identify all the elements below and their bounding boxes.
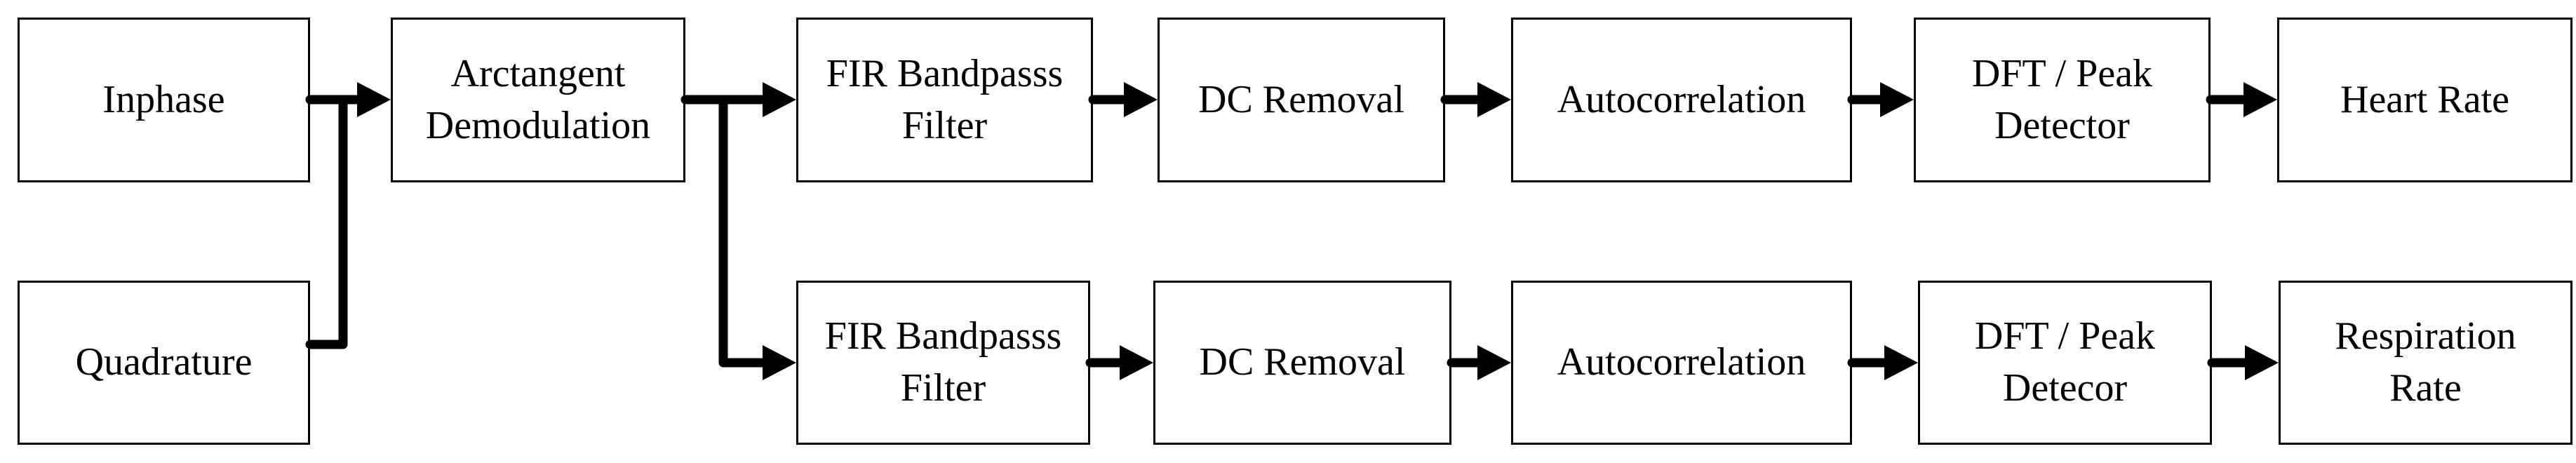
node-fir-bandpass-filter-top-label-line1: FIR Bandpasss xyxy=(826,51,1064,95)
connector-quadrature-join xyxy=(305,98,348,349)
arrow-arctangent-to-fir-bottom xyxy=(718,96,770,368)
node-quadrature: Quadrature xyxy=(18,281,310,445)
arrowhead-arctangent-to-fir-top xyxy=(763,82,796,117)
node-autocorrelation-bottom-label: Autocorrelation xyxy=(1557,340,1806,384)
arrowhead-autocorrelation-to-dft-top xyxy=(1880,82,1914,117)
arrowhead-dc-to-autocorrelation-bottom xyxy=(1477,345,1511,380)
node-arctangent-demodulation-label-line1: Arctangent xyxy=(450,51,626,95)
node-fir-bandpass-filter-bottom-label-line1: FIR Bandpasss xyxy=(824,314,1062,358)
node-dft-peak-detector-bottom: DFT / Peak Detecor xyxy=(1918,281,2212,445)
node-fir-bandpass-filter-top-label-line2: Filter xyxy=(901,103,988,147)
node-dft-peak-detector-bottom-label-line1: DFT / Peak xyxy=(1974,314,2156,358)
arrowhead-inphase-to-arctangent xyxy=(357,82,391,117)
node-inphase: Inphase xyxy=(18,18,310,182)
node-respiration-rate: Respiration Rate xyxy=(2279,281,2572,445)
node-arctangent-demodulation-label-line2: Demodulation xyxy=(425,103,651,147)
node-inphase-label: Inphase xyxy=(102,77,225,121)
arrowhead-autocorrelation-to-dft-bottom xyxy=(1884,345,1918,380)
node-dft-peak-detector-bottom-label-line2: Detecor xyxy=(2002,366,2128,410)
node-dc-removal-top: DC Removal xyxy=(1158,18,1445,182)
node-dc-removal-top-label: DC Removal xyxy=(1198,77,1404,121)
node-dft-peak-detector-top-label-line2: Detector xyxy=(1994,103,2130,147)
node-dc-removal-bottom: DC Removal xyxy=(1153,281,1451,445)
node-dc-removal-bottom-label: DC Removal xyxy=(1199,340,1406,384)
node-respiration-rate-label-line2: Rate xyxy=(2389,366,2462,410)
arrowhead-dft-to-heart-rate xyxy=(2243,82,2277,117)
node-fir-bandpass-filter-top: FIR Bandpasss Filter xyxy=(796,18,1093,182)
node-autocorrelation-top-label: Autocorrelation xyxy=(1557,77,1806,121)
node-dft-peak-detector-top: DFT / Peak Detector xyxy=(1914,18,2211,182)
arrowhead-fir-to-dc-bottom xyxy=(1120,345,1153,380)
node-autocorrelation-top: Autocorrelation xyxy=(1511,18,1852,182)
node-dft-peak-detector-top-label-line1: DFT / Peak xyxy=(1971,51,2153,95)
node-respiration-rate-label-line1: Respiration xyxy=(2335,314,2516,358)
node-fir-bandpass-filter-bottom: FIR Bandpasss Filter xyxy=(796,281,1090,445)
node-fir-bandpass-filter-bottom-label-line2: Filter xyxy=(900,366,986,410)
node-heart-rate: Heart Rate xyxy=(2277,18,2572,182)
arrowhead-fir-to-dc-top xyxy=(1124,82,1158,117)
arrowhead-dc-to-autocorrelation-top xyxy=(1477,82,1511,117)
node-heart-rate-label: Heart Rate xyxy=(2340,77,2509,121)
node-autocorrelation-bottom: Autocorrelation xyxy=(1511,281,1852,445)
node-quadrature-label: Quadrature xyxy=(75,340,253,384)
arrowhead-dft-to-respiration-rate xyxy=(2245,345,2279,380)
node-arctangent-demodulation: Arctangent Demodulation xyxy=(391,18,685,182)
arrowhead-arctangent-to-fir-bottom xyxy=(763,345,796,380)
